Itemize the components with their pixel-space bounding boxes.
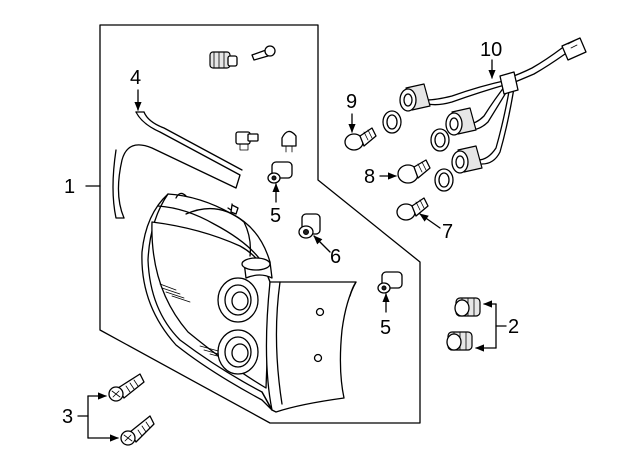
bulb-socket-middle bbox=[445, 107, 477, 136]
push-clip-left bbox=[235, 131, 259, 151]
bulb-8 bbox=[397, 159, 431, 184]
bulb-9 bbox=[344, 127, 377, 151]
grommet-lower bbox=[377, 271, 403, 294]
callout-7: 7 bbox=[442, 221, 453, 243]
bulb-socket-upper bbox=[399, 83, 431, 112]
callout-9: 9 bbox=[346, 91, 357, 113]
callout-4: 4 bbox=[130, 67, 141, 89]
lens-gasket bbox=[112, 111, 243, 219]
callout-10: 10 bbox=[480, 39, 502, 61]
callout-2: 2 bbox=[508, 316, 519, 338]
grommet-upper bbox=[267, 161, 293, 184]
clip-lower bbox=[446, 331, 473, 351]
screw-upper bbox=[108, 373, 145, 402]
lamp-housing bbox=[141, 192, 357, 413]
callout-5-lower: 5 bbox=[380, 317, 391, 339]
retaining-nut bbox=[298, 213, 321, 239]
assembly-outline bbox=[99, 24, 421, 424]
socket-gasket-middle bbox=[430, 128, 450, 152]
callout-5-upper: 5 bbox=[270, 205, 281, 227]
bulb-socket-lower bbox=[451, 145, 483, 174]
socket-gasket-lower bbox=[434, 168, 454, 192]
leader-lines bbox=[77, 59, 507, 442]
socket-fastener bbox=[209, 51, 238, 69]
socket-gasket-upper bbox=[382, 110, 402, 134]
bulb-7 bbox=[396, 197, 429, 221]
callout-1: 1 bbox=[64, 176, 75, 198]
wiring-harness bbox=[382, 37, 587, 192]
screw-lower bbox=[120, 415, 155, 446]
push-clip-right bbox=[281, 130, 297, 153]
screw-small-top bbox=[251, 45, 276, 61]
callout-3: 3 bbox=[62, 406, 73, 428]
callout-8: 8 bbox=[364, 166, 375, 188]
clip-upper bbox=[454, 297, 481, 317]
callout-6: 6 bbox=[330, 246, 341, 268]
